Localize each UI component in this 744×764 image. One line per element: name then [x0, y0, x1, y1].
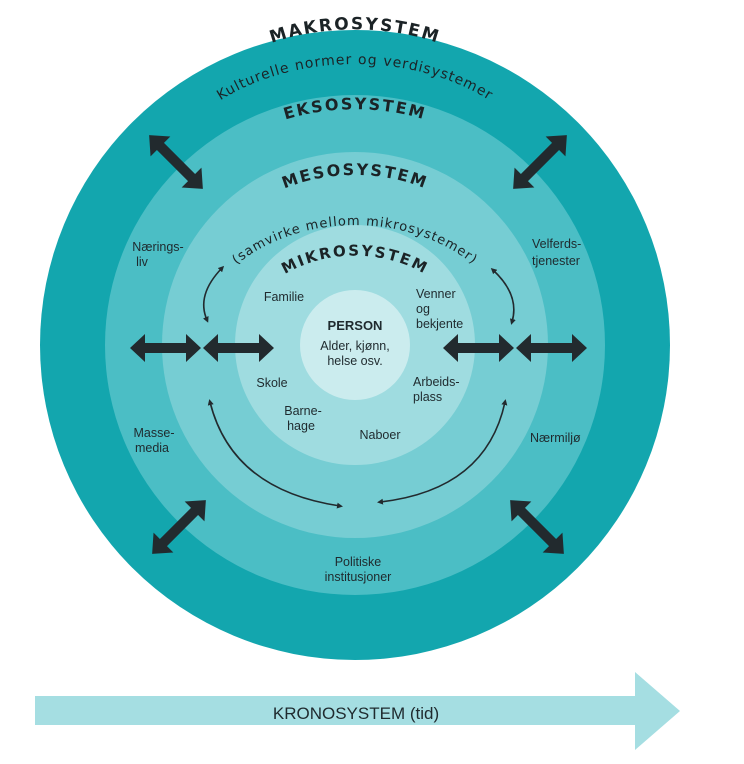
ekso-naering-2: liv: [136, 255, 149, 269]
double-arrow-left-outer: [130, 334, 201, 362]
ekso-masse-1: Masse-: [134, 426, 175, 440]
ekso-masse-2: media: [135, 441, 169, 455]
person-title: PERSON: [328, 318, 383, 333]
double-arrows-horizontal: [130, 334, 587, 362]
kronosystem-arrow: [35, 672, 680, 750]
ekso-naermiljo: Nærmiljø: [530, 431, 581, 445]
ekso-velferd-2: tjenester: [532, 254, 580, 268]
mikro-barnehage-2: hage: [287, 419, 315, 433]
curved-arrow-lower-left: [207, 399, 343, 509]
mikro-venner-3: bekjente: [416, 317, 463, 331]
person-core: [300, 290, 410, 400]
double-arrow-bottom-right: [510, 500, 564, 554]
double-arrow-right-outer: [516, 334, 587, 362]
double-arrow-bottom-left: [152, 500, 206, 554]
person-line2: helse osv.: [327, 354, 382, 368]
mikro-barnehage-1: Barne-: [284, 404, 322, 418]
person-line1: Alder, kjønn,: [320, 339, 389, 353]
curved-arrow-lower-right: [377, 399, 508, 505]
ekso-politiske-1: Politiske: [335, 555, 382, 569]
curved-arrow-upper-right: [490, 267, 516, 325]
double-arrow-top-left: [149, 135, 203, 189]
meso-curved-arrows: [203, 265, 516, 509]
mikro-venner-1: Venner: [416, 287, 456, 301]
ekso-naering-1: Nærings-: [132, 240, 183, 254]
mikro-skole: Skole: [256, 376, 287, 390]
ekso-politiske-2: institusjoner: [325, 570, 392, 584]
ekso-velferd-1: Velferds-: [532, 237, 581, 251]
double-arrow-left-inner: [203, 334, 274, 362]
kronosystem-label: KRONOSYSTEM (tid): [273, 704, 439, 723]
double-arrow-right-inner: [443, 334, 514, 362]
mikro-arbeid-1: Arbeids-: [413, 375, 460, 389]
mikro-familie: Familie: [264, 290, 304, 304]
double-arrows-diagonal: [149, 135, 567, 554]
mikro-arbeid-2: plass: [413, 390, 442, 404]
curved-arrow-upper-left: [203, 265, 225, 323]
mikro-naboer: Naboer: [360, 428, 401, 442]
mikro-venner-2: og: [416, 302, 430, 316]
double-arrow-top-right: [513, 135, 567, 189]
